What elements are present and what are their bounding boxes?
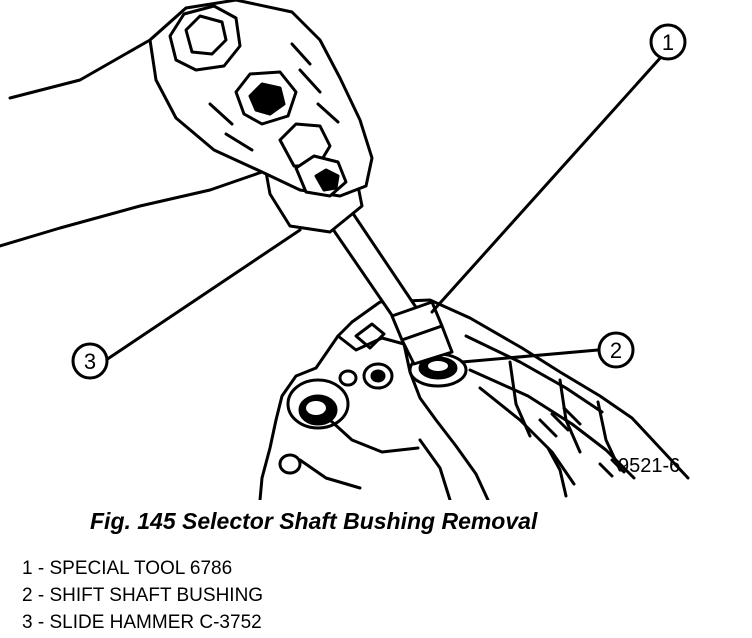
svg-text:1: 1 [662,30,674,55]
legend-number: 3 [22,612,33,633]
hand-illustration [0,0,374,248]
figure-caption: Fig. 145 Selector Shaft Bushing Removal [90,508,538,534]
leader-line-1 [430,54,664,314]
special-tool-shaft [326,210,454,366]
transmission-case [258,298,690,500]
illustration: 1 2 3 9521-6 [0,0,690,500]
figure-code: 9521-6 [618,455,680,477]
legend-number: 2 [22,585,33,606]
callout-1: 1 [649,23,687,61]
leader-line-3 [104,228,302,362]
leader-line-2 [460,348,600,364]
callout-3: 3 [71,342,109,380]
callout-2: 2 [597,331,635,369]
legend-item: 1 - SPECIAL TOOL 6786 [22,558,233,579]
legend-text: SLIDE HAMMER C-3752 [49,612,262,633]
svg-text:3: 3 [84,349,96,374]
legend-text: SHIFT SHAFT BUSHING [49,585,264,606]
legend-item: 2 - SHIFT SHAFT BUSHING [22,585,264,606]
leader-lines [104,54,664,364]
legend-item: 3 - SLIDE HAMMER C-3752 [22,612,262,633]
legend: 1 - SPECIAL TOOL 6786 2 - SHIFT SHAFT BU… [22,555,263,636]
svg-text:2: 2 [610,338,622,363]
legend-text: SPECIAL TOOL 6786 [49,558,233,579]
case-port [278,362,394,475]
legend-number: 1 [22,558,33,579]
